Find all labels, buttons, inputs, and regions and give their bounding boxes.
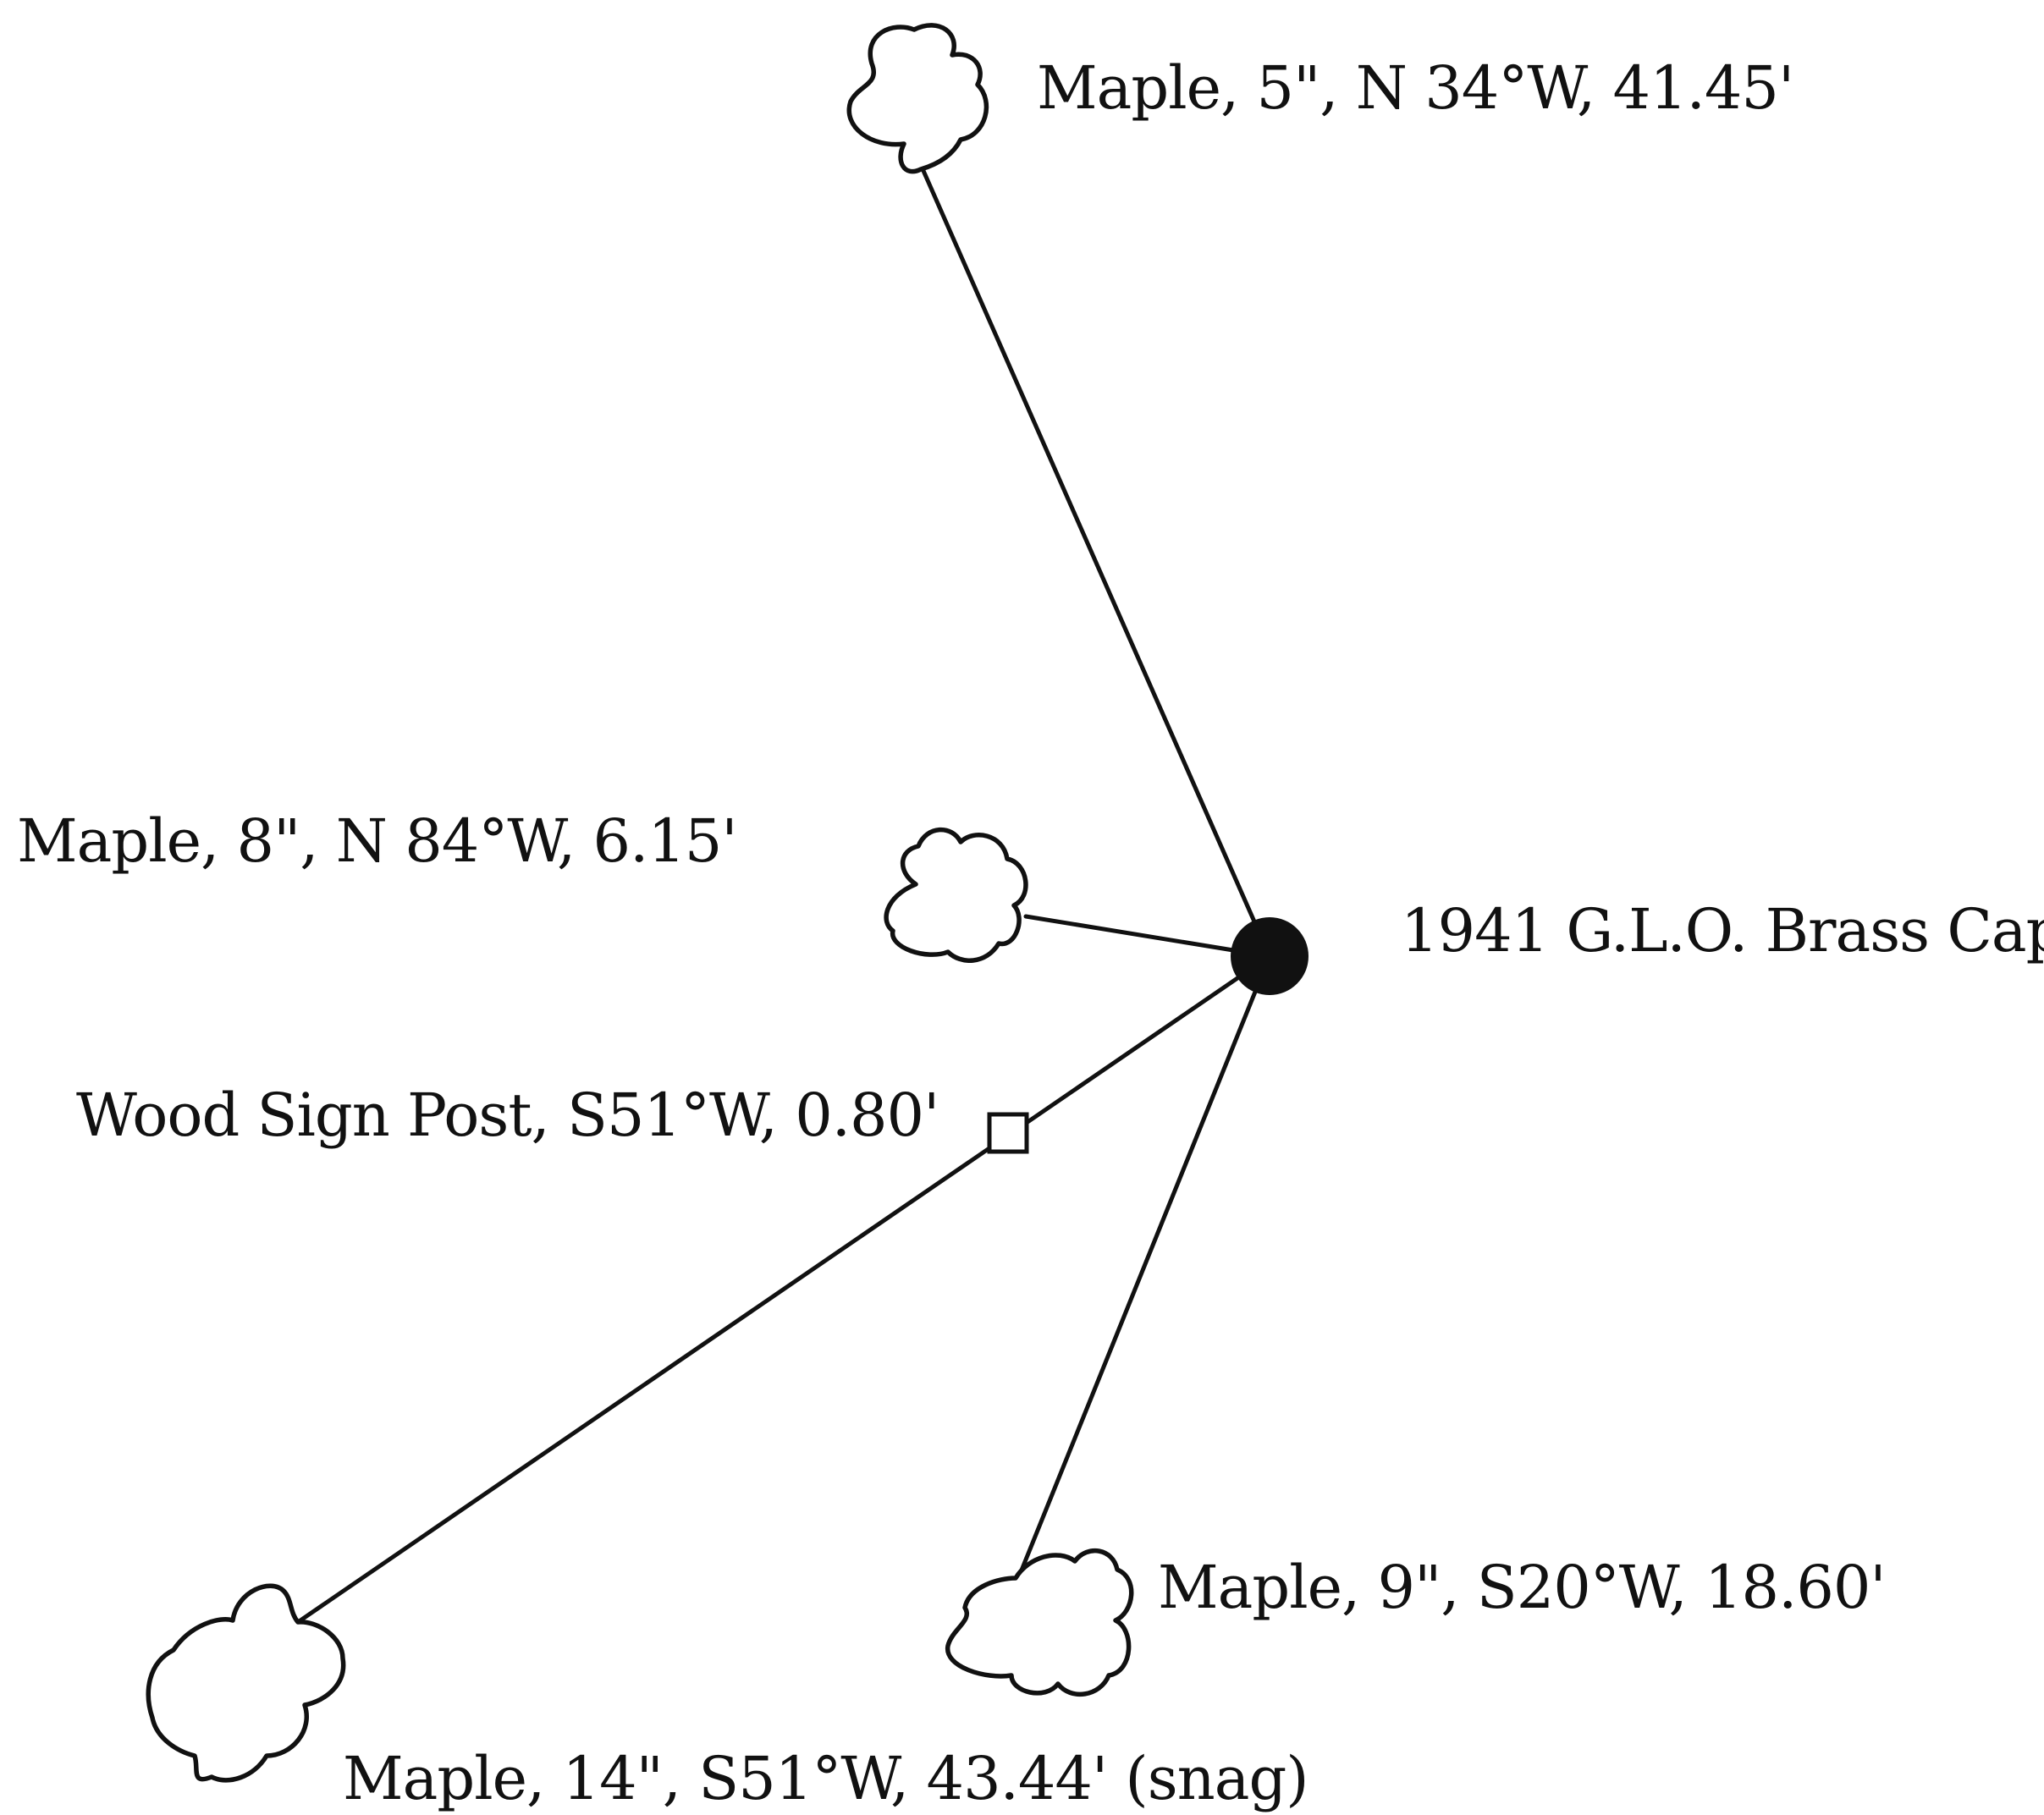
tie-line-maple-s51w [295,954,1272,1625]
tie-line-maple-n84w [1023,914,1272,959]
tree-icon [846,23,989,174]
label-sign-post: Wood Sign Post, S51°W, 0.80' [76,1081,939,1150]
label-maple-s51w: Maple, 14", S51°W, 43.44' (snag) [343,1744,1308,1813]
label-maple-s20w: Maple, 9", S20°W, 18.60' [1158,1553,1886,1622]
label-maple-n84w: Maple, 8", N 84°W, 6.15' [17,806,737,876]
label-maple-n34w: Maple, 5", N 34°W, 41.45' [1037,53,1793,123]
tree-icon [884,827,1028,963]
tree-icon [146,1583,346,1783]
tie-line-maple-s20w [1015,954,1272,1583]
tree-icon [945,1548,1134,1697]
square-post-icon [987,1112,1029,1154]
label-brass-cap: 1941 G.L.O. Brass Cap [1401,896,2044,965]
filled-circle-monument-icon [1231,917,1308,995]
tie-line-maple-n34w [918,162,1272,959]
